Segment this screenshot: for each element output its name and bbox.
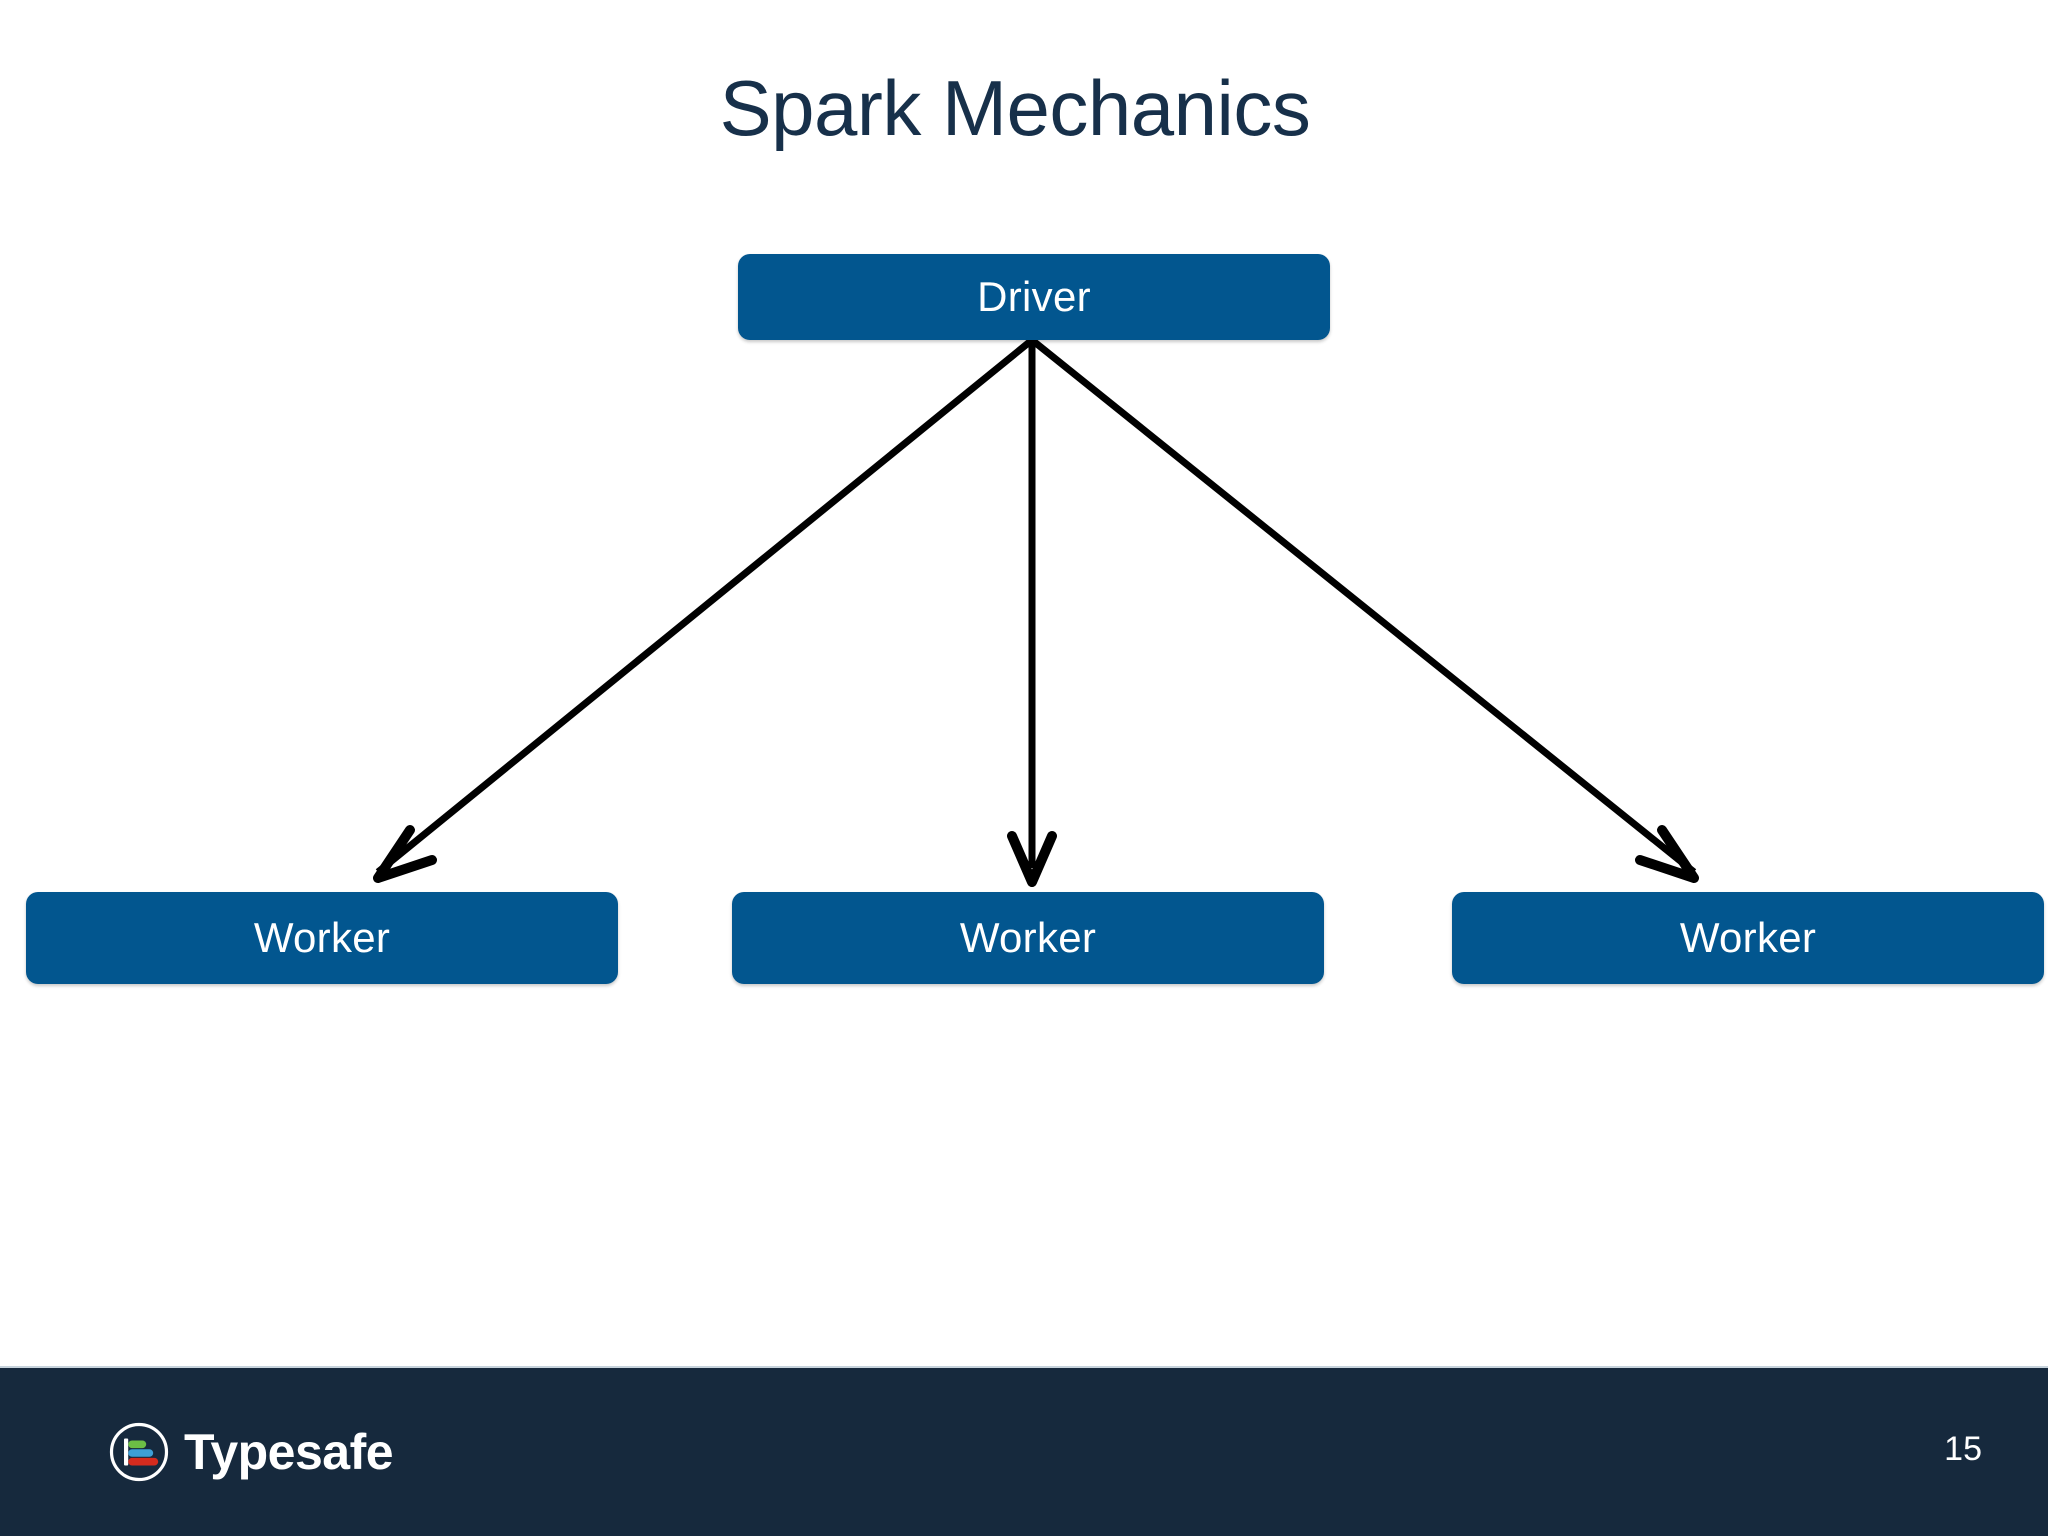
arrow-driver-to-worker-2	[1007, 340, 1057, 887]
page-title: Spark Mechanics	[719, 64, 1311, 152]
footer-divider	[0, 1366, 2048, 1368]
worker-node-2[interactable]: Worker	[732, 892, 1324, 984]
worker-node-2-label: Worker	[959, 914, 1097, 961]
driver-node[interactable]: Driver	[738, 254, 1330, 340]
arrow-driver-to-worker-1	[373, 337, 1035, 883]
worker-node-1-label: Worker	[253, 914, 391, 961]
footer-bar	[0, 1368, 2048, 1536]
worker-node-3-label: Worker	[1679, 914, 1817, 961]
page-number: 15	[1944, 1430, 1982, 1468]
worker-node-3[interactable]: Worker	[1452, 892, 2044, 984]
typesafe-logo-icon	[109, 1422, 169, 1482]
driver-node-label: Driver	[977, 273, 1091, 320]
typesafe-wordmark: Typesafe	[184, 1424, 394, 1480]
typesafe-logo: Typesafe	[108, 1419, 394, 1485]
arrow-driver-to-worker-3	[1029, 337, 1699, 883]
worker-node-1[interactable]: Worker	[26, 892, 618, 984]
